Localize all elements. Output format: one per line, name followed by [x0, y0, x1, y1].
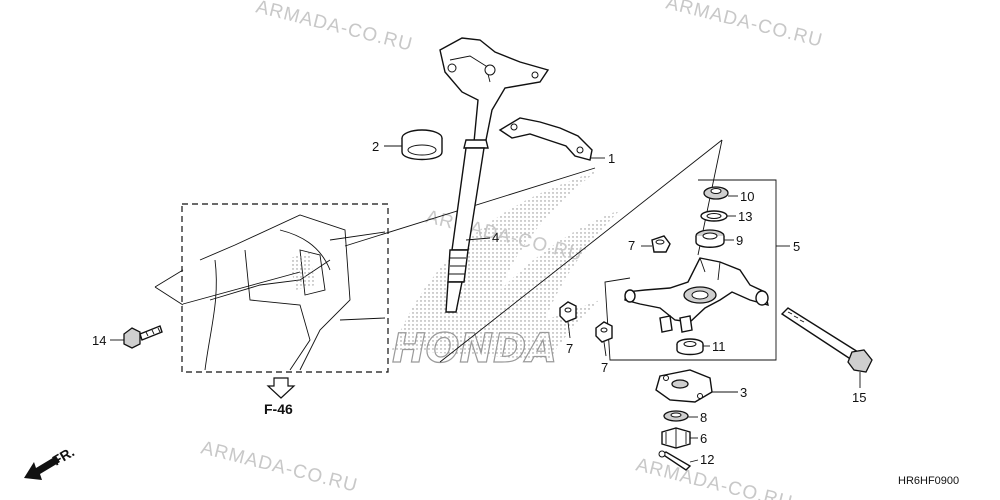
frame-reference-box: [181, 203, 389, 373]
honda-wing-logo: HONDA: [391, 170, 620, 373]
callout-15: 15: [852, 390, 866, 405]
part-7-nut-right: [595, 321, 613, 343]
callout-10: 10: [740, 189, 754, 204]
callout-6: 6: [700, 431, 707, 446]
part-7-nut-upper: [651, 235, 671, 253]
callout-14: 14: [92, 333, 106, 348]
callout-5: 5: [793, 239, 800, 254]
callout-7c: 7: [601, 360, 608, 375]
diagram-code: HR6HF0900: [898, 475, 959, 487]
watermark-2: ARMADA-CO.RU: [664, 0, 825, 52]
part-12-cotter-pin: [658, 450, 692, 471]
steering-shaft: [439, 37, 550, 313]
part-13-washer: [700, 210, 728, 222]
leader-4: [465, 237, 491, 241]
reference-label: F-46: [264, 401, 293, 417]
callout-1: 1: [608, 151, 615, 166]
leader-7c: [603, 341, 607, 357]
group-5-bracket: [604, 179, 790, 361]
part-7-nut-left: [559, 301, 577, 323]
callout-11: 11: [712, 339, 726, 354]
part-9-bearing: [695, 229, 725, 248]
part-15-bolt: [780, 307, 873, 373]
front-direction-arrow: [24, 456, 60, 480]
callout-2: 2: [372, 139, 379, 154]
watermark-1: ARMADA-CO.RU: [254, 0, 415, 56]
part-8-washer: [663, 410, 689, 422]
callout-3: 3: [740, 385, 747, 400]
part-3-ball-joint-plate: [655, 369, 713, 403]
honda-brand-text: HONDA: [392, 326, 557, 372]
leader-7b: [567, 321, 571, 339]
part-6-castle-nut: [661, 427, 691, 449]
callout-12: 12: [700, 452, 714, 467]
reference-arrow: [266, 377, 296, 399]
callout-4: 4: [492, 230, 499, 245]
steering-arm-assembly: [624, 257, 769, 333]
leader-12: [689, 459, 699, 463]
part-11-seal: [676, 338, 704, 356]
callout-7b: 7: [566, 341, 573, 356]
part-14-bolt: [123, 325, 163, 349]
callout-9: 9: [736, 233, 743, 248]
callout-8: 8: [700, 410, 707, 425]
watermark-4: ARMADA-CO.RU: [199, 437, 360, 496]
part-10-bearing-cap: [703, 186, 729, 200]
callout-7a: 7: [628, 238, 635, 253]
part-2-seal: [401, 129, 443, 161]
callout-13: 13: [738, 209, 752, 224]
part-1-bracket: [498, 117, 593, 161]
